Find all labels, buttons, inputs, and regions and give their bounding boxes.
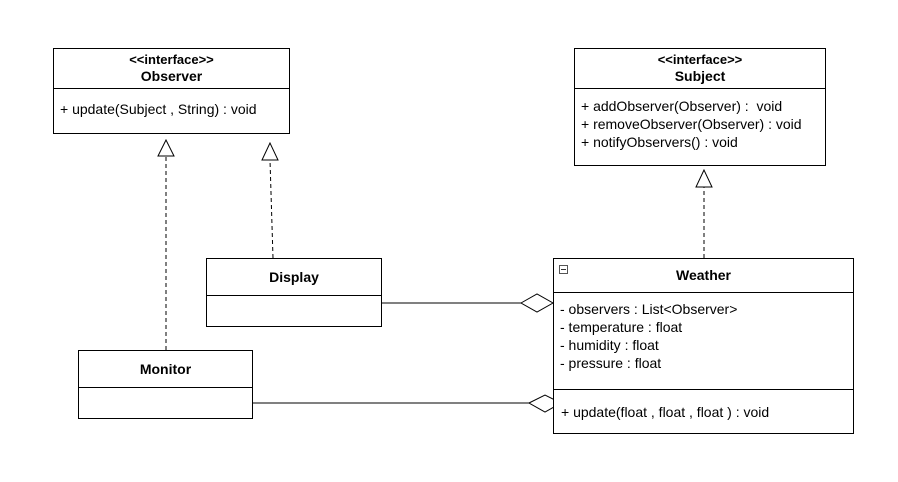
stereotype-label: <<interface>> (657, 52, 743, 67)
class-name: Display (269, 269, 319, 285)
aggregation-display-weather (382, 293, 555, 313)
class-header: Weather (554, 259, 853, 293)
methods-compartment: + update(Subject , String) : void (54, 89, 289, 118)
method-row: + update(Subject , String) : void (60, 101, 257, 117)
methods-compartment: + update(float , float , float ) : void (554, 389, 853, 421)
attribute-row: - temperature : float (560, 319, 683, 335)
methods-compartment: + addObserver(Observer) : void + removeO… (575, 89, 825, 151)
class-name: Observer (140, 68, 203, 84)
aggregation-monitor-weather (253, 394, 563, 413)
class-monitor[interactable]: Monitor (78, 350, 253, 419)
collapse-icon[interactable] (559, 265, 568, 274)
class-header: <<interface>> Subject (575, 49, 825, 89)
realization-arrowhead (261, 141, 279, 161)
attribute-row: - humidity : float (560, 337, 659, 353)
empty-compartment (79, 388, 252, 391)
class-subject[interactable]: <<interface>> Subject + addObserver(Obse… (574, 48, 826, 166)
realization-display-observer (261, 141, 279, 259)
method-row: + update(float , float , float ) : void (561, 404, 770, 420)
realization-arrowhead (695, 168, 713, 188)
empty-compartment (207, 296, 381, 299)
class-header: Display (207, 259, 381, 296)
aggregation-diamond (519, 293, 555, 313)
realization-weather-subject (695, 168, 713, 258)
attributes-compartment: - observers : List<Observer> - temperatu… (554, 293, 853, 389)
class-observer[interactable]: <<interface>> Observer + update(Subject … (53, 48, 290, 134)
attribute-row: - observers : List<Observer> (560, 301, 738, 317)
method-row: + notifyObservers() : void (581, 134, 738, 150)
stereotype-label: <<interface>> (129, 52, 214, 67)
method-row: + removeObserver(Observer) : void (581, 116, 802, 132)
realization-monitor-observer (157, 138, 175, 350)
class-display[interactable]: Display (206, 258, 382, 327)
class-weather[interactable]: Weather - observers : List<Observer> - t… (553, 258, 854, 434)
class-name: Monitor (139, 361, 192, 377)
class-name: Subject (674, 68, 726, 84)
class-header: <<interface>> Observer (54, 49, 289, 89)
method-row: + addObserver(Observer) : void (581, 98, 783, 114)
class-name: Weather (676, 267, 731, 283)
realization-arrowhead (157, 138, 175, 157)
class-header: Monitor (79, 351, 252, 388)
attribute-row: - pressure : float (560, 355, 662, 371)
